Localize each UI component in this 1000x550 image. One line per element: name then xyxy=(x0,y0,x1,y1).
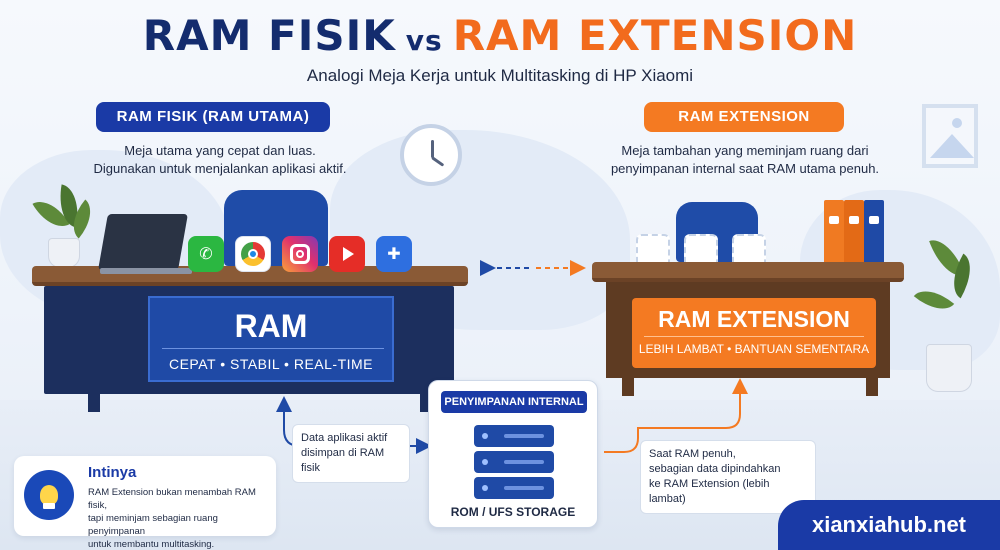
ram-panel-title: RAM xyxy=(234,308,308,344)
ram-extension-desc-line1: Meja tambahan yang meminjam ruang dari xyxy=(621,143,869,158)
picture-frame-icon xyxy=(922,104,978,168)
note-ram-extension: Saat RAM penuh, sebagian data dipindahka… xyxy=(640,440,816,514)
summary-line2: tapi meminjam sebagian ruang penyimpanan xyxy=(88,513,218,537)
storage-pill: PENYIMPANAN INTERNAL xyxy=(441,391,587,413)
ram-fisik-desc-line1: Meja utama yang cepat dan luas. xyxy=(124,143,316,158)
ram-fisik-pill: RAM FISIK (RAM UTAMA) xyxy=(96,102,330,132)
desk-right-top xyxy=(592,262,904,282)
note-ram-extension-line2: sebagian data dipindahkan xyxy=(649,463,781,475)
ram-panel-subtitle: CEPAT • STABIL • REAL-TIME xyxy=(168,356,374,372)
note-ram-fisik-line1: Data aplikasi aktif xyxy=(301,432,388,444)
ram-fisik-desc-line2: Digunakan untuk menjalankan aplikasi akt… xyxy=(93,161,347,176)
title-ram-fisik: RAM FISIK xyxy=(142,11,396,60)
instagram-icon xyxy=(282,236,318,272)
whatsapp-icon: ✆ xyxy=(188,236,224,272)
ram-panel: RAM CEPAT • STABIL • REAL-TIME xyxy=(148,296,394,382)
server-icon xyxy=(474,477,554,499)
server-icon xyxy=(474,451,554,473)
plant-right-pot xyxy=(926,344,972,392)
server-icon xyxy=(474,425,554,447)
desk-left-leg xyxy=(88,390,100,412)
laptop-base xyxy=(100,268,192,274)
page-title: RAM FISIK vs RAM EXTENSION xyxy=(0,12,1000,65)
page-subtitle: Analogi Meja Kerja untuk Multitasking di… xyxy=(306,66,694,85)
ram-extension-desc-line2: penyimpanan internal saat RAM utama penu… xyxy=(610,161,880,176)
plant-left-pot xyxy=(48,238,80,268)
summary-title: Intinya xyxy=(88,464,137,481)
storage-label: ROM / UFS STORAGE xyxy=(450,505,576,519)
binder-icon xyxy=(844,200,864,266)
ram-extension-pill: RAM EXTENSION xyxy=(644,102,844,132)
desk-right-leg xyxy=(866,376,878,396)
storage-box: PENYIMPANAN INTERNAL ROM / UFS STORAGE xyxy=(428,380,598,528)
note-ram-extension-line3: ke RAM Extension (lebih lambat) xyxy=(649,478,770,505)
summary-line3: untuk membantu multitasking. xyxy=(88,539,215,550)
clock-icon xyxy=(400,124,462,186)
ram-panel-divider xyxy=(162,348,384,349)
brand-watermark: xianxiahub.net xyxy=(778,500,1000,550)
binder-icon xyxy=(824,200,844,266)
note-ram-extension-line1: Saat RAM penuh, xyxy=(649,448,736,460)
summary-box: Intinya RAM Extension bukan menambah RAM… xyxy=(14,456,276,550)
ram-extension-panel-title: RAM EXTENSION xyxy=(658,306,850,332)
summary-line1: RAM Extension bukan menambah RAM fisik, xyxy=(88,487,256,511)
ram-extension-desc: Meja tambahan yang meminjam ruang dari p… xyxy=(590,142,900,178)
title-vs: vs xyxy=(405,24,443,57)
ram-extension-panel: RAM EXTENSION LEBIH LAMBAT • BANTUAN SEM… xyxy=(632,298,876,368)
note-ram-fisik-line2: disimpan di RAM fisik xyxy=(301,447,385,474)
desk-right-leg xyxy=(622,376,634,396)
title-ram-extension: RAM EXTENSION xyxy=(452,11,858,60)
binder-icon xyxy=(864,200,884,266)
summary-text: RAM Extension bukan menambah RAM fisik, … xyxy=(88,486,272,550)
game-controller-icon: ✚ xyxy=(376,236,412,272)
note-ram-fisik: Data aplikasi aktif disimpan di RAM fisi… xyxy=(292,424,410,483)
ram-extension-panel-divider xyxy=(644,336,864,337)
ram-fisik-desc: Meja utama yang cepat dan luas. Digunaka… xyxy=(70,142,370,178)
arrow-to-extension xyxy=(604,378,748,453)
chrome-icon xyxy=(235,236,271,272)
youtube-icon xyxy=(329,236,365,272)
lightbulb-icon xyxy=(24,470,74,520)
ram-extension-panel-subtitle: LEBIH LAMBAT • BANTUAN SEMENTARA xyxy=(638,342,870,356)
